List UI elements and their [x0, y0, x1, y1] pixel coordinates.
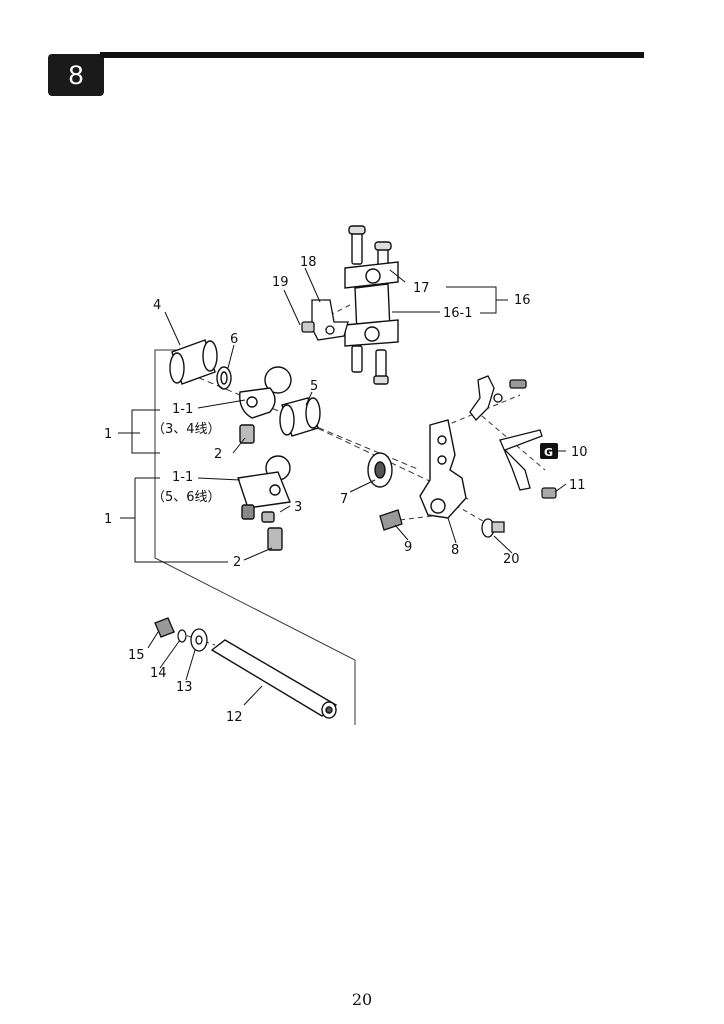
callout-16: 16 [514, 293, 531, 308]
callout-10: 10 [571, 445, 588, 460]
callout-leaders [118, 267, 567, 706]
part-5-sleeve [279, 397, 321, 437]
part-12-rod [210, 639, 338, 719]
callout-8: 8 [451, 543, 459, 558]
callout-2-lower: 2 [233, 555, 241, 570]
callout-14: 14 [150, 666, 167, 681]
callout-16-1: 16-1 [443, 306, 473, 321]
callout-12: 12 [226, 710, 243, 725]
part-20-screw [481, 518, 505, 538]
callout-3: 3 [294, 500, 302, 515]
callout-1-upper: 1 [104, 427, 112, 442]
part-10-spring-plate [499, 429, 543, 491]
part-7-washer [367, 452, 393, 488]
g-badge-bg [540, 443, 558, 459]
callout-1-1-lower: 1-1 [172, 470, 193, 485]
g-badge: G [544, 446, 553, 459]
part-14-washer [177, 629, 187, 643]
callout-4: 4 [153, 298, 161, 313]
callout-7: 7 [340, 492, 348, 507]
part-8-lever [419, 419, 467, 519]
callout-5: 5 [310, 379, 318, 394]
callout-1-1-upper: 1-1 [172, 402, 193, 417]
page-number: 20 [351, 990, 373, 1009]
callout-2-upper: 2 [214, 447, 222, 462]
part-6-ring [216, 366, 232, 390]
callout-9: 9 [404, 540, 412, 555]
callout-18: 18 [300, 255, 317, 270]
callout-1-lower: 1 [104, 512, 112, 527]
callout-19: 19 [272, 275, 289, 290]
callout-labels: 4 6 18 19 17 16-1 16 5 1-1 （3、4线） 1 2 7 … [104, 255, 588, 725]
part-1-1-lower [237, 455, 291, 551]
part-18-bracket [301, 299, 349, 341]
callout-6: 6 [230, 332, 238, 347]
upper-right-link [469, 375, 527, 421]
callout-13: 13 [176, 680, 193, 695]
callout-20: 20 [503, 552, 520, 567]
part-4-sleeve [169, 339, 218, 385]
section-number-badge: 8 [48, 54, 104, 96]
callout-17: 17 [413, 281, 430, 296]
part-15-screw [154, 617, 175, 638]
part-13-washer [190, 628, 208, 652]
callout-11: 11 [569, 478, 586, 493]
part-16-holder [344, 225, 399, 385]
callout-15: 15 [128, 648, 145, 663]
part-11-screw [541, 487, 557, 499]
part-1-1-upper [239, 366, 292, 444]
callout-1-1-upper-note: （3、4线） [152, 422, 221, 437]
part-9-screw [379, 509, 403, 531]
callout-1-1-lower-note: （5、6线） [152, 490, 221, 505]
section-header-rule [100, 52, 644, 58]
